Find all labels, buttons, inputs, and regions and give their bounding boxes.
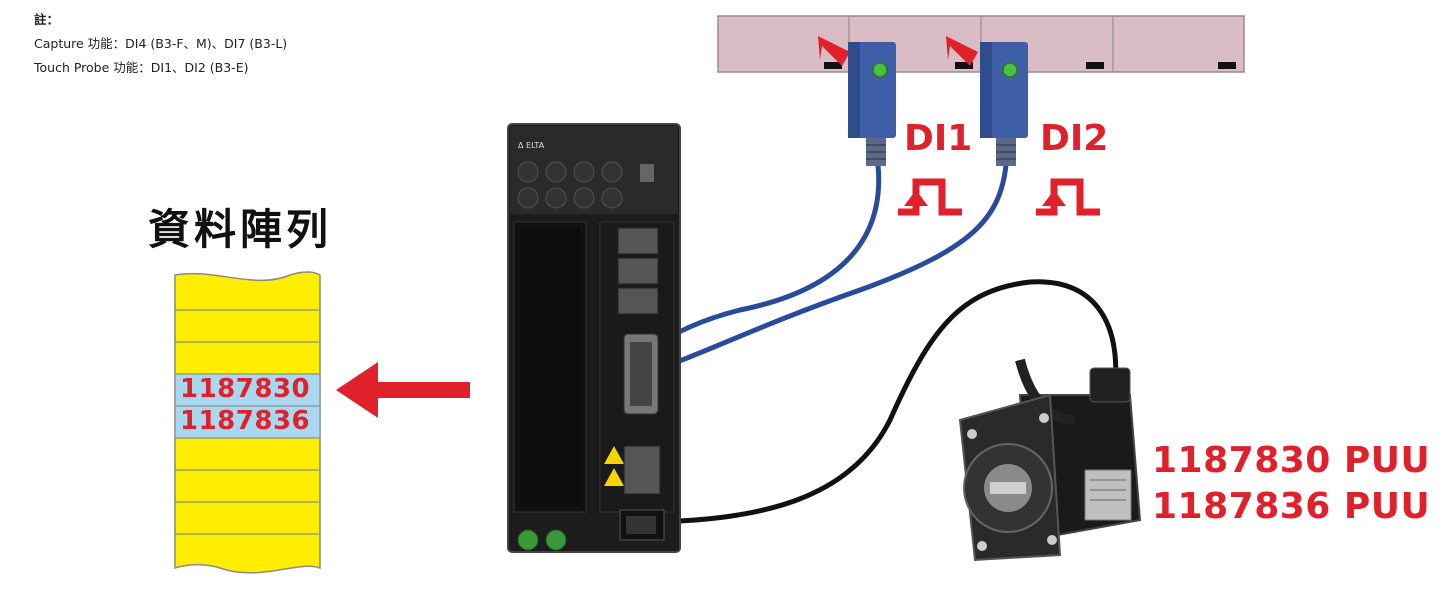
- motor-position: 1187830 PUU: [1152, 440, 1431, 481]
- note-capture: Capture 功能：DI4 (B3-F、M)、DI7 (B3-L): [34, 36, 288, 51]
- conveyor-marker: [955, 62, 973, 69]
- notes-block: 註： Capture 功能：DI4 (B3-F、M)、DI7 (B3-L) To…: [34, 8, 287, 80]
- di2-label: DI2: [1040, 118, 1109, 159]
- pulse-icon: [898, 178, 962, 216]
- data-array-stack: [174, 271, 321, 574]
- notes-title: 註：: [34, 12, 60, 27]
- sensor-di1: [818, 36, 896, 166]
- di1-label: DI1: [904, 118, 973, 159]
- motor-position: 1187836 PUU: [1152, 486, 1431, 527]
- rising-edge-arrow-icon: [904, 190, 928, 206]
- svg-text:Δ ELTA: Δ ELTA: [518, 141, 545, 150]
- data-array-title: 資料陣列: [148, 205, 333, 254]
- conveyor-marker: [1218, 62, 1236, 69]
- servo-motor: [958, 358, 1142, 562]
- encoder-cable: [649, 279, 1119, 525]
- transfer-arrow-icon: [336, 362, 470, 418]
- array-value: 1187830: [180, 374, 311, 404]
- conveyor-marker: [1086, 62, 1104, 69]
- sensor-di2: [946, 36, 1028, 166]
- sensor-cable: [649, 164, 1009, 375]
- conveyor-marker: [824, 62, 842, 69]
- sensor-cable: [648, 164, 882, 353]
- rising-edge-arrow-icon: [1042, 190, 1066, 206]
- pulse-icon: [1036, 178, 1100, 216]
- note-touch-probe: Touch Probe 功能：DI1、DI2 (B3-E): [34, 60, 249, 75]
- servo-drive: Δ ELTA: [507, 123, 681, 553]
- array-value: 1187836: [180, 406, 311, 436]
